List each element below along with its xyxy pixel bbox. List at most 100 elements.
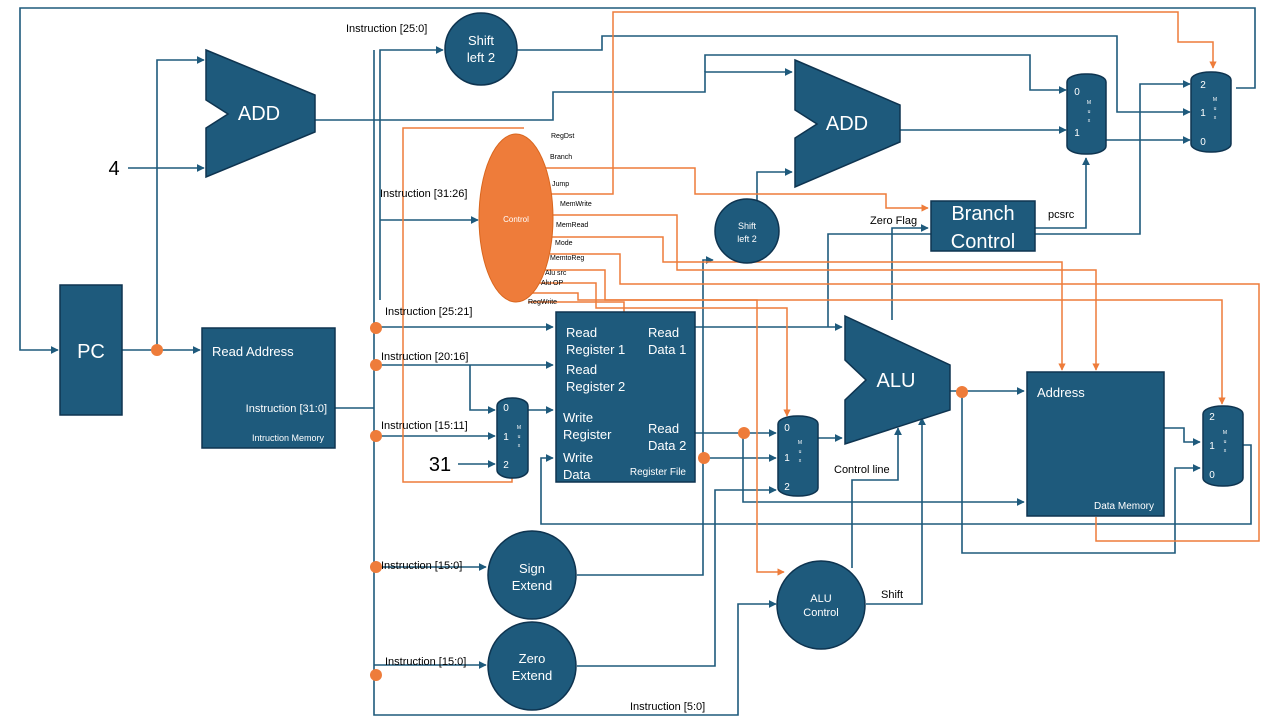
wire-aluctrl-in (737, 600, 777, 610)
add-branch-label: ADD (826, 113, 868, 135)
alusrc-mux-in2: 2 (784, 482, 790, 493)
instr-20-16-label: Instruction [20:16] (381, 351, 468, 363)
read-register-1-line1: Read (566, 325, 597, 340)
write-data-line2: Data (563, 467, 591, 482)
data-memory-block (1026, 371, 1165, 517)
shift-left-2-top-line1: Shift (468, 33, 494, 48)
instruction-memory-block (201, 327, 336, 449)
pcsrc-mux (1066, 73, 1107, 155)
shift-label: Shift (881, 589, 903, 601)
wire-instr-spine (373, 50, 739, 716)
branch-control-line1: Branch (951, 203, 1014, 225)
wire-labels: Instruction [25:0] Instruction [31:26] I… (346, 23, 1075, 713)
alu-control-line2: Control (803, 607, 838, 619)
alusrc-mux-in0: 0 (784, 423, 790, 434)
zero-extend-line2: Extend (512, 668, 552, 683)
signal-memwrite: MemWrite (560, 201, 592, 208)
wire-pc4 (315, 68, 793, 121)
shift-left-2-mid-line1: Shift (738, 221, 757, 231)
branch-control-line2: Control (951, 231, 1015, 253)
jump-mux-in0: 0 (1200, 137, 1206, 148)
const-4-label: 4 (108, 158, 119, 180)
register-file-block (555, 311, 696, 483)
signal-branch: Branch (550, 154, 572, 161)
control-line-label: Control line (834, 464, 890, 476)
zero-extend-line1: Zero (519, 651, 546, 666)
pcsrc-label: pcsrc (1048, 209, 1075, 221)
ctl-wire-branch (536, 167, 929, 212)
instruction-out-label: Instruction [31:0] (246, 403, 327, 415)
ctl-wire-regdst (402, 127, 524, 483)
regdst-mux-in0: 0 (503, 403, 509, 414)
sign-extend-line1: Sign (519, 561, 545, 576)
pcsrc-mux-in0: 0 (1074, 87, 1080, 98)
alu-label: ALU (877, 370, 916, 392)
memtoreg-mux-in0: 0 (1209, 470, 1215, 481)
instr-15-0-zero-label: Instruction [15:0] (385, 656, 466, 668)
signal-regdst: RegDst (551, 133, 574, 140)
read-register-2-line2: Register 2 (566, 379, 625, 394)
wire-sign-shift (702, 256, 714, 458)
instruction-memory-label: Intruction Memory (252, 433, 325, 443)
junction-dot (370, 430, 382, 442)
ctl-wire-memwrite (550, 214, 1100, 371)
instr-5-0-label: Instruction [5:0] (630, 701, 705, 713)
signal-jump: Jump (552, 181, 569, 188)
zero-extend-block (487, 621, 577, 711)
instr-31-26-label: Instruction [31:26] (380, 188, 467, 200)
signal-memtoreg: MemtoReg (550, 255, 584, 262)
write-data-line1: Write (563, 450, 593, 465)
signal-alusrc: Alu src (545, 270, 567, 277)
wire-alu-zero-branch (891, 224, 929, 320)
read-register-1-line2: Register 1 (566, 342, 625, 357)
wire-aluctrl-shift (866, 417, 926, 605)
jump-mux-x: x (1214, 115, 1217, 121)
shift-left-2-mid-block (714, 198, 780, 264)
ctl-wire-jump (546, 11, 1217, 195)
read-address-label: Read Address (212, 344, 294, 359)
wire-zero-out (577, 486, 777, 667)
junction-dot (151, 344, 163, 356)
memtoreg-mux (1202, 405, 1244, 487)
sign-extend-line2: Extend (512, 578, 552, 593)
ctl-wire-alusrc (536, 282, 791, 417)
add-pc-label: ADD (238, 103, 280, 125)
branch-control-block (930, 200, 1036, 252)
alusrc-mux-in1: 1 (784, 453, 790, 464)
wire-dmem-wb (1164, 427, 1201, 446)
read-data-1-line2: Data 1 (648, 342, 686, 357)
shift-left-2-top-line2: left 2 (467, 50, 495, 65)
wire-branch-pcsrc (1035, 157, 1090, 229)
regdst-mux-in2: 2 (503, 460, 509, 471)
wire-wb-regfile (540, 444, 1252, 525)
junction-dot (738, 427, 750, 439)
alusrc-mux-m: M (798, 440, 802, 446)
add-branch-block (794, 58, 901, 189)
add-pc-block (205, 48, 316, 179)
shift-left-2-mid-line2: left 2 (737, 234, 757, 244)
jump-mux (1190, 71, 1232, 153)
pcsrc-mux-x: x (1088, 118, 1091, 124)
signal-aluop: Alu OP (541, 280, 564, 287)
sign-extend-block (487, 530, 577, 620)
wire-jump-feedback (19, 7, 1256, 354)
instr-15-0-sign-label: Instruction [15:0] (381, 560, 462, 572)
wire-rt-mux (469, 365, 496, 414)
read-register-2-line1: Read (566, 362, 597, 377)
alusrc-mux-u: u (799, 449, 802, 455)
read-data-2-line2: Data 2 (648, 438, 686, 453)
control-wires (402, 11, 1260, 576)
wire-rd2-dmem (742, 433, 1025, 506)
control-signal-labels: RegDst Branch Jump MemWrite MemRead Mode… (528, 133, 592, 306)
wire-pc-add-top (156, 56, 205, 350)
ctl-wire-memread (552, 236, 1066, 371)
memtoreg-mux-in2: 2 (1209, 412, 1215, 423)
instr-25-0-label: Instruction [25:0] (346, 23, 427, 35)
signal-memread: MemRead (556, 222, 588, 229)
data-memory-address-label: Address (1037, 385, 1085, 400)
pc-label: PC (77, 341, 105, 363)
junction-dot (370, 359, 382, 371)
regdst-mux-x: x (518, 443, 521, 449)
zero-flag-label: Zero Flag (870, 215, 917, 227)
memtoreg-mux-x: x (1224, 448, 1227, 454)
